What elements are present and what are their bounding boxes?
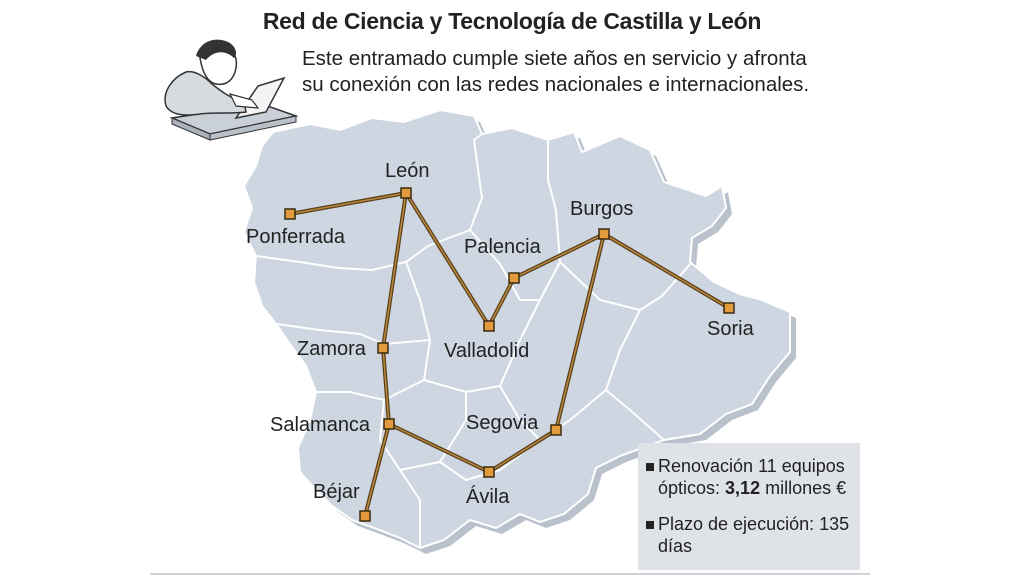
label-salamanca: Salamanca: [270, 414, 371, 436]
info-item-deadline: Plazo de ejecución: 135 días: [638, 513, 853, 559]
node-salamanca: [383, 418, 395, 430]
label-zamora: Zamora: [297, 338, 366, 360]
map-title: Red de Ciencia y Tecnología de Castilla …: [262, 8, 762, 34]
label-segovia: Segovia: [466, 412, 539, 434]
info-text-renovation: Renovación 11 equipos ópticos: 3,12 mill…: [658, 455, 853, 499]
renovation-amount: 3,12: [725, 478, 761, 498]
person-laptop-illustration: [164, 39, 299, 141]
node-soria: [723, 302, 735, 314]
label-burgos: Burgos: [570, 198, 634, 220]
node-zamora: [377, 342, 389, 354]
subtitle-line-1: Este entramado cumple siete años en serv…: [302, 47, 807, 70]
label-avila: Ávila: [466, 486, 510, 508]
node-palencia: [508, 272, 520, 284]
node-burgos: [598, 228, 610, 240]
node-valladolid: [483, 320, 495, 332]
network-nodes: [284, 187, 735, 522]
bullet-icon: [646, 463, 654, 471]
label-bejar: Béjar: [313, 481, 360, 503]
node-avila: [483, 466, 495, 478]
province-borders: [255, 133, 693, 548]
label-soria: Soria: [707, 318, 754, 340]
renovation-prefix: Renovación 11 equipos ópticos:: [658, 456, 845, 498]
info-text-deadline: Plazo de ejecución: 135 días: [658, 514, 850, 556]
node-leon: [400, 187, 412, 199]
info-item-renovation: Renovación 11 equipos ópticos: 3,12 mill…: [638, 455, 853, 501]
node-ponferrada: [284, 208, 296, 220]
map-subtitle: Este entramado cumple siete años en serv…: [302, 46, 842, 98]
bullet-icon: [646, 521, 654, 529]
node-bejar: [359, 510, 371, 522]
label-leon: León: [385, 160, 430, 182]
label-valladolid: Valladolid: [444, 340, 530, 362]
label-ponferrada: Ponferrada: [246, 226, 345, 248]
node-segovia: [550, 424, 562, 436]
bottom-divider: [150, 573, 870, 575]
subtitle-line-2: su conexión con las redes nacionales e i…: [302, 73, 810, 96]
renovation-suffix: millones €: [760, 478, 847, 498]
label-palencia: Palencia: [464, 236, 541, 258]
info-box: Renovación 11 equipos ópticos: 3,12 mill…: [638, 443, 860, 570]
